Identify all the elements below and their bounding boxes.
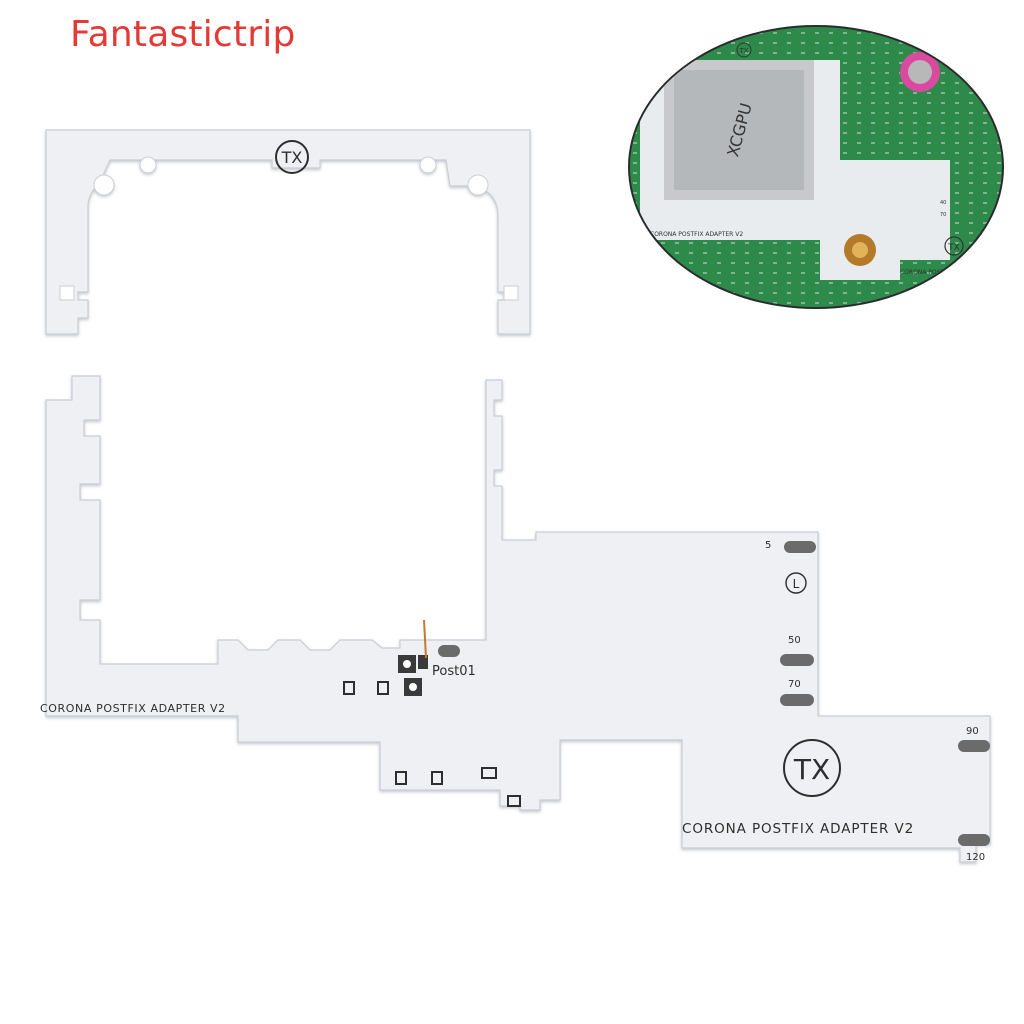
right-board-caption: CORONA POSTFIX ADAPTER V2 <box>682 821 914 837</box>
svg-text:70: 70 <box>940 212 946 218</box>
edge-pad-120: 120 <box>958 834 990 863</box>
svg-text:TX: TX <box>793 753 830 786</box>
svg-text:TX: TX <box>738 47 748 55</box>
edge-pad-70: 70 <box>780 679 814 706</box>
top-frame-board <box>45 129 531 335</box>
svg-text:TX: TX <box>947 243 960 253</box>
svg-text:50: 50 <box>788 635 801 646</box>
edge-pad-90: 90 <box>958 726 990 752</box>
edge-pad-5: 5 <box>765 540 816 553</box>
inset-installed-photo: XCGPU CORONA POSTFIX ADAPTER V2 CORONA P… <box>628 25 1004 309</box>
svg-text:5: 5 <box>765 540 771 551</box>
svg-text:120: 120 <box>966 852 985 863</box>
svg-text:70: 70 <box>788 679 801 690</box>
brand-label: Fantastictrip <box>70 14 296 55</box>
svg-text:90: 90 <box>966 726 979 737</box>
post-pads <box>398 619 460 696</box>
svg-text:CORONA POSTFIX ADAPTER V2: CORONA POSTFIX ADAPTER V2 <box>650 231 743 238</box>
svg-text:TX: TX <box>281 148 303 167</box>
svg-text:L: L <box>793 577 800 591</box>
svg-text:CORONA POSTFIX ADAPTER V2: CORONA POSTFIX ADAPTER V2 <box>900 269 993 276</box>
main-adapter-board <box>45 375 991 863</box>
edge-pad-50: 50 <box>780 635 814 666</box>
left-board-caption: CORONA POSTFIX ADAPTER V2 <box>40 702 226 715</box>
post-label: Post01 <box>432 664 476 679</box>
corner-symbol-icon: L <box>785 572 807 594</box>
tx-logo-large-icon: TX <box>783 739 841 797</box>
svg-text:40: 40 <box>940 200 946 206</box>
component-pads <box>343 681 521 807</box>
tx-logo-icon: TX <box>275 140 309 174</box>
